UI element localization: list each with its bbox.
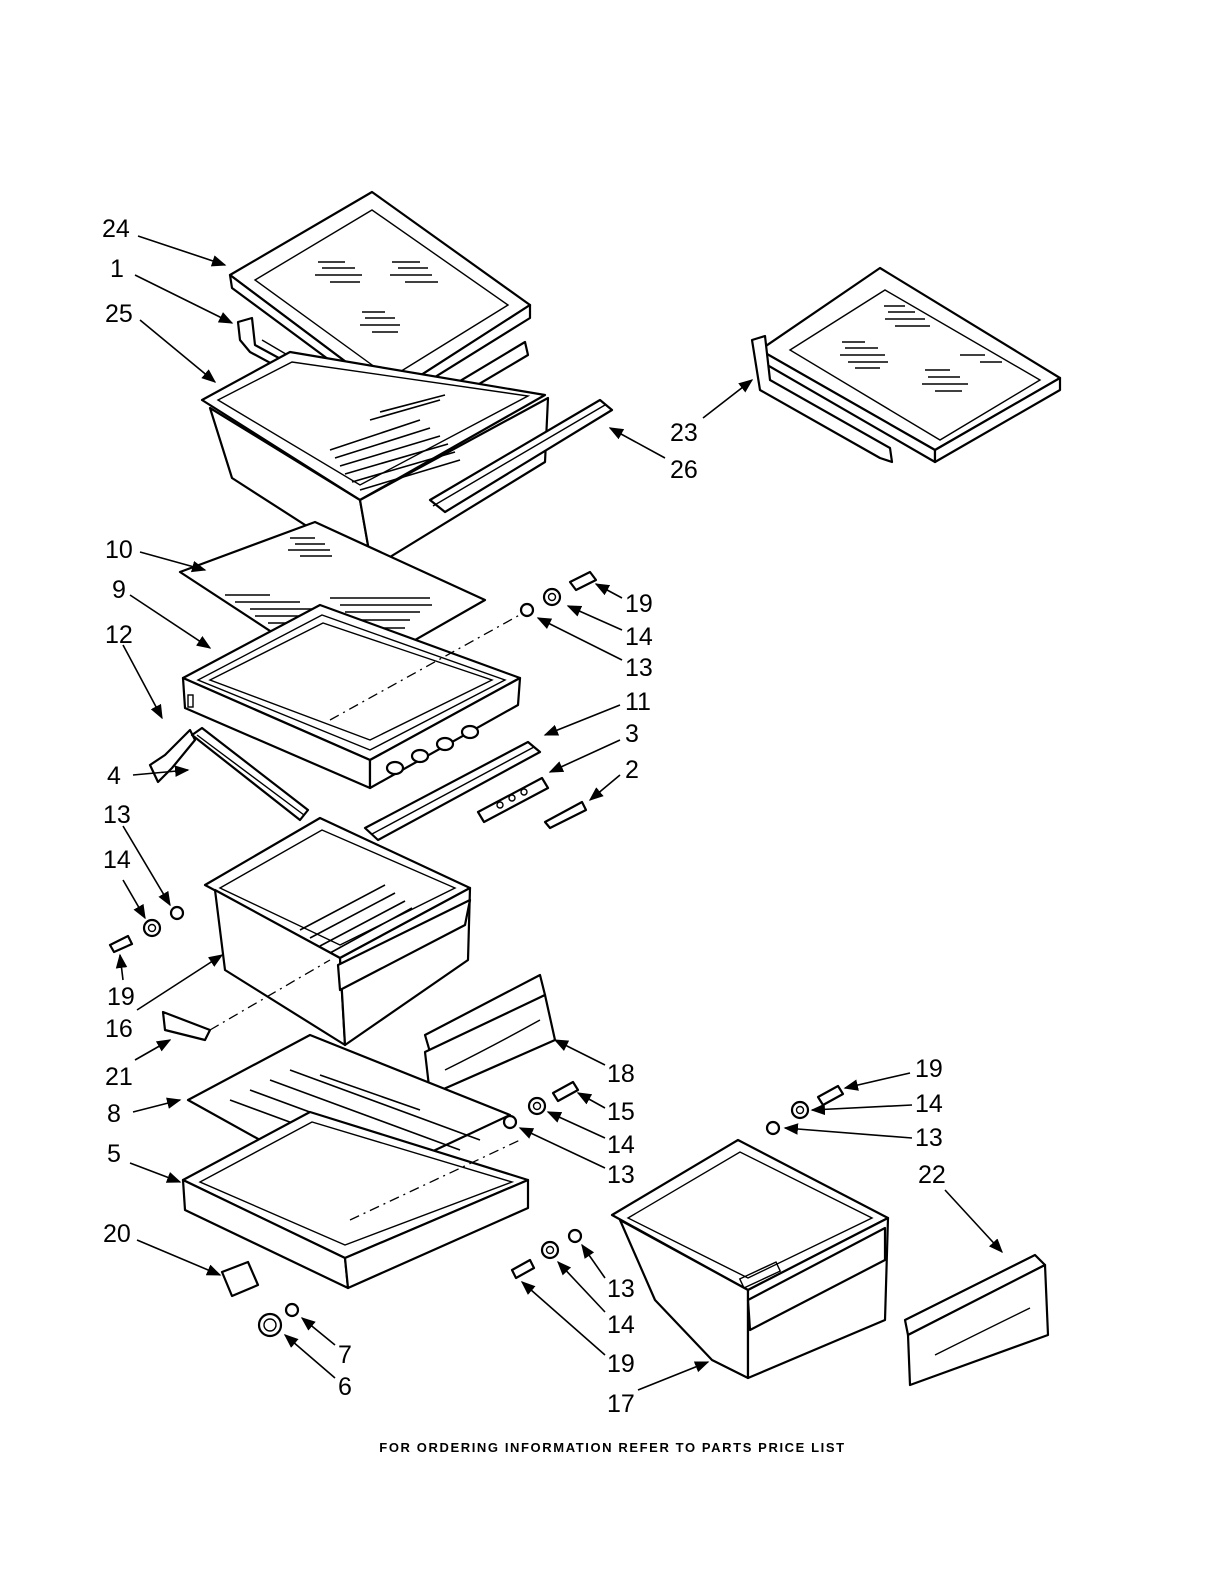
callout-16: 16 bbox=[105, 1015, 133, 1043]
part-7-screw bbox=[286, 1304, 298, 1316]
callout-13-upper: 13 bbox=[625, 654, 653, 682]
callout-18: 18 bbox=[607, 1060, 635, 1088]
callout-8: 8 bbox=[107, 1100, 121, 1128]
footer-ordering-note: FOR ORDERING INFORMATION REFER TO PARTS … bbox=[0, 1440, 1225, 1455]
part-17-deli-bin bbox=[612, 1140, 888, 1378]
callout-14-right-lower: 14 bbox=[607, 1311, 635, 1339]
callout-11: 11 bbox=[625, 688, 651, 716]
callout-5: 5 bbox=[107, 1140, 121, 1168]
callout-6: 6 bbox=[338, 1373, 352, 1401]
callout-21: 21 bbox=[105, 1063, 133, 1091]
hardware-right-lower-group bbox=[512, 1230, 581, 1278]
callout-3: 3 bbox=[625, 720, 639, 748]
part-23-right-shelf bbox=[752, 268, 1060, 462]
part-22-deli-front bbox=[905, 1255, 1048, 1385]
callout-13-left: 13 bbox=[103, 801, 131, 829]
callout-4: 4 bbox=[107, 762, 121, 790]
part-16-crisper-bin bbox=[205, 818, 470, 1045]
part-20-cover bbox=[222, 1262, 258, 1296]
callout-14-right-upper: 14 bbox=[915, 1090, 943, 1118]
hardware-upper-group bbox=[521, 572, 596, 616]
callout-25: 25 bbox=[105, 300, 133, 328]
part-18-drawer-front bbox=[425, 975, 555, 1095]
callout-19-left: 19 bbox=[107, 983, 135, 1011]
callout-19-right-upper: 19 bbox=[915, 1055, 943, 1083]
callout-23: 23 bbox=[670, 419, 698, 447]
callout-17: 17 bbox=[607, 1390, 635, 1418]
callout-12: 12 bbox=[105, 621, 133, 649]
callout-7: 7 bbox=[338, 1341, 352, 1369]
callout-19-upper: 19 bbox=[625, 590, 653, 618]
callout-14-center: 14 bbox=[607, 1131, 635, 1159]
callout-22: 22 bbox=[918, 1161, 946, 1189]
callout-13-center: 13 bbox=[607, 1161, 635, 1189]
callout-9: 9 bbox=[112, 576, 126, 604]
callout-14-left: 14 bbox=[103, 846, 131, 874]
callout-15: 15 bbox=[607, 1098, 635, 1126]
callout-10: 10 bbox=[105, 536, 133, 564]
callout-2: 2 bbox=[625, 756, 639, 784]
callout-24: 24 bbox=[102, 215, 130, 243]
part-21-bracket bbox=[163, 1012, 210, 1040]
part-3-control-slider bbox=[478, 778, 548, 822]
part-12-end-cap bbox=[150, 730, 195, 782]
callout-14-upper: 14 bbox=[625, 623, 653, 651]
callout-20: 20 bbox=[103, 1220, 131, 1248]
hardware-left-group bbox=[110, 907, 183, 952]
callout-13-right-lower: 13 bbox=[607, 1275, 635, 1303]
part-6-knob bbox=[259, 1314, 281, 1336]
part-2-clip bbox=[545, 802, 586, 828]
callout-26: 26 bbox=[670, 456, 698, 484]
callout-1: 1 bbox=[110, 255, 124, 283]
callout-19-right-lower: 19 bbox=[607, 1350, 635, 1378]
callout-13-right-upper: 13 bbox=[915, 1124, 943, 1152]
hardware-right-upper-group bbox=[767, 1086, 843, 1134]
